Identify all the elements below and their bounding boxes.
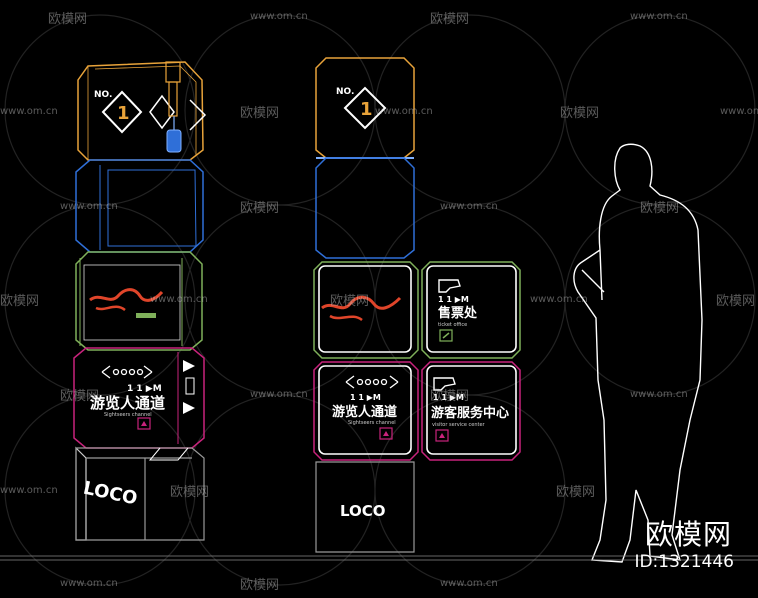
- watermark-url: www.om.cn: [530, 294, 588, 305]
- distance-label-service: 1 1 ▶M: [433, 393, 464, 402]
- lamp-fixture: [165, 61, 182, 153]
- ticket-panel: [426, 265, 517, 353]
- ticket-icon-glyph: [442, 332, 450, 339]
- channel-sub-front: Sightseers channel: [348, 420, 396, 426]
- logo-front: LOCO: [340, 502, 386, 520]
- watermark-url: www.om.cn: [630, 11, 688, 22]
- front-blank-panel: [315, 157, 415, 259]
- model-id-label: ID:1321446: [634, 552, 734, 572]
- watermark-brand: 欧模网: [640, 201, 680, 216]
- channel-icon-front: [379, 427, 393, 440]
- watermark-brand: 欧模网: [430, 389, 470, 404]
- side-panel-icons: [183, 360, 195, 414]
- watermark-url: www.om.cn: [150, 294, 208, 305]
- service-icon: [435, 429, 449, 442]
- side-diamond: [149, 94, 175, 130]
- dots-arrow-left: [101, 365, 153, 379]
- channel-frame: [313, 361, 419, 461]
- ticket-icon: [439, 329, 453, 342]
- ticket-frame: [421, 261, 521, 359]
- watermark-brand: 欧模网: [430, 12, 470, 27]
- route-line-front: [321, 295, 402, 310]
- hand-pointer-icon: [438, 279, 461, 293]
- ticket-title: 售票处: [438, 305, 478, 321]
- number-label-left: NO.: [94, 90, 112, 100]
- watermark-url: www.om.cn: [440, 201, 498, 212]
- distance-label-channel: 1 1 ▶M: [350, 393, 381, 402]
- map-panel-left: [83, 264, 181, 341]
- watermark-brand: 欧模网: [170, 485, 210, 500]
- number-value-left: 1: [117, 103, 130, 124]
- front-map-frame: [313, 261, 419, 359]
- front-base: [315, 461, 415, 553]
- front-number-panel: [315, 57, 415, 159]
- watermark-url: www.om.cn: [0, 106, 58, 117]
- watermark-brand: 欧模网: [240, 106, 280, 121]
- channel-icon-left: [137, 417, 151, 430]
- watermark-url: www.om.cn: [630, 389, 688, 400]
- number-label-front: NO.: [336, 87, 354, 97]
- logo-left: LOCO: [81, 478, 139, 510]
- channel-title-left: 游览人通道: [90, 394, 165, 412]
- service-sub: visitor service center: [432, 422, 486, 428]
- side-arrow: [189, 99, 207, 131]
- route-line-left: [89, 288, 164, 302]
- watermark-brand: 欧模网: [560, 106, 600, 121]
- watermark-brand: 欧模网: [0, 294, 40, 309]
- distance-label-left: 1 1 ▶M: [127, 384, 162, 394]
- channel-sub-left: Sightseers channel: [104, 412, 152, 418]
- watermark-url: www.om.cn: [440, 578, 498, 589]
- top-number-cube: [77, 61, 204, 161]
- watermark-circles: [4, 14, 756, 586]
- service-frame: [421, 361, 521, 461]
- channel-panel: [318, 365, 412, 455]
- watermark-url: www.om.cn: [0, 485, 58, 496]
- channel-icon-glyph-left: [141, 421, 147, 426]
- front-map-panel: [318, 265, 412, 353]
- watermark-brand: 欧模网: [60, 389, 100, 404]
- base-cube: [75, 446, 205, 541]
- brand-logo-text: 欧模网: [644, 518, 732, 551]
- watermark-brand: 欧模网: [48, 12, 88, 27]
- watermark-url: www.om.cn: [250, 11, 308, 22]
- watermark-brand: 欧模网: [330, 294, 370, 309]
- green-map-cube: [75, 251, 203, 351]
- watermark-brand: 欧模网: [240, 578, 280, 593]
- watermark-brand: 欧模网: [556, 485, 596, 500]
- watermark-brand: 欧模网: [240, 201, 280, 216]
- hand-pointer-icon-2: [433, 377, 456, 391]
- route-line-front-2: [329, 314, 363, 322]
- front-elevation-signpost: NO. 1 1 1 ▶M 售票处 ticket office 1 1 ▶M: [313, 57, 521, 553]
- number-value-front: 1: [360, 99, 373, 120]
- service-title: 游客服务中心: [431, 405, 509, 421]
- watermark-url: www.om.cn: [60, 201, 118, 212]
- ticket-sub: ticket office: [438, 322, 467, 328]
- watermark-url: www.om.cn: [60, 578, 118, 589]
- watermark-url: www.om.cn: [250, 389, 308, 400]
- channel-icon-glyph-front: [383, 431, 389, 436]
- dots-arrow-front: [345, 375, 399, 389]
- magenta-direction-cube: [73, 347, 205, 449]
- human-silhouette: [573, 143, 703, 563]
- watermark-url: www.om.cn: [375, 106, 433, 117]
- diamond-badge-front: 1: [343, 86, 387, 130]
- route-line-left-2: [95, 305, 126, 312]
- diamond-badge-left: 1: [101, 90, 143, 134]
- service-panel: [426, 365, 517, 455]
- perspective-signpost: NO. 1: [73, 61, 207, 541]
- watermark-brand: 欧模网: [716, 294, 756, 309]
- channel-title-front: 游览人通道: [332, 404, 397, 420]
- service-icon-glyph: [439, 433, 445, 438]
- watermark-url: www.om.cn: [720, 106, 758, 117]
- blue-cube: [75, 159, 204, 253]
- ground-line: [0, 555, 758, 561]
- map-legend-left: [136, 313, 156, 318]
- distance-label-ticket: 1 1 ▶M: [438, 295, 469, 304]
